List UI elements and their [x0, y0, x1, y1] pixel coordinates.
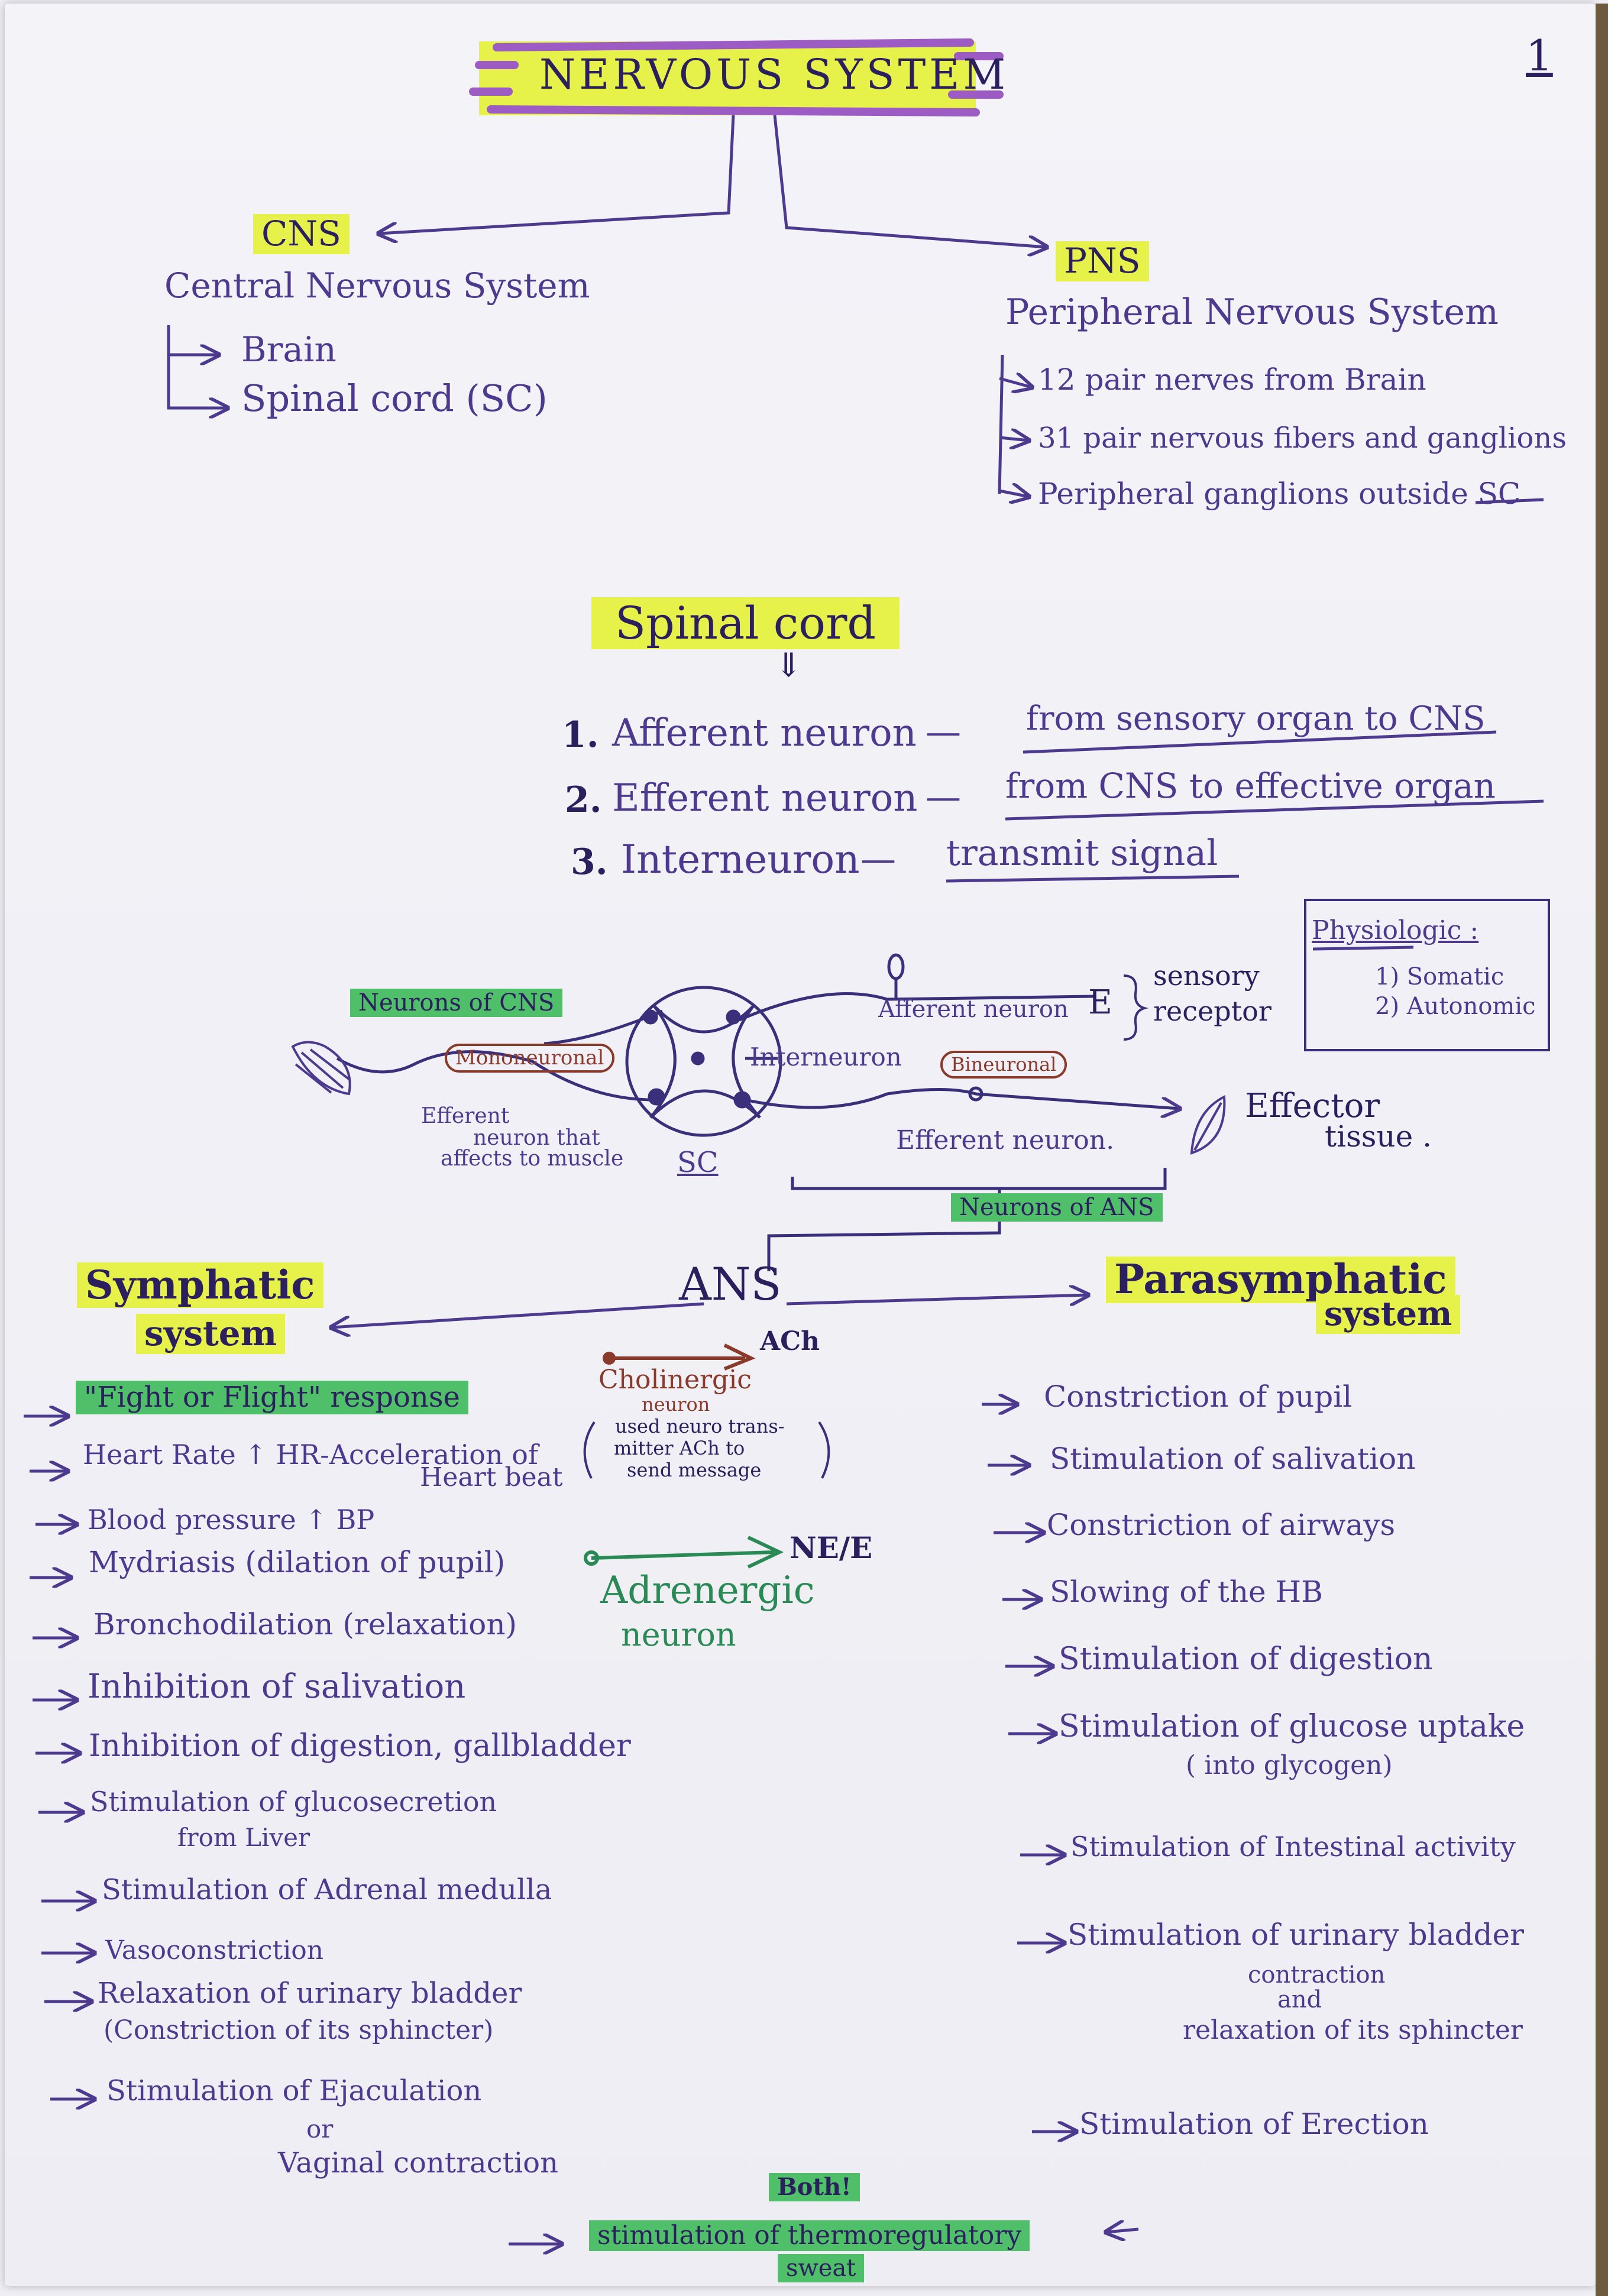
neuron-dash: —	[926, 776, 961, 818]
notebook-page	[5, 4, 1596, 2286]
down-arrow-icon: ⇓	[775, 646, 803, 685]
parasympathetic-item: ( into glycogen)	[1186, 1750, 1393, 1780]
parasympathetic-item: Constriction of airways	[1047, 1508, 1396, 1542]
both-item: stimulation of thermoregulatory	[589, 2220, 1030, 2252]
spinal-cord-title: Spinal cord	[591, 597, 900, 649]
neuron-name: Efferent neuron	[612, 776, 918, 820]
parasympathetic-item: Stimulation of salivation	[1050, 1442, 1416, 1476]
cns-full: Central Nervous System	[164, 265, 590, 306]
adrenergic-label: Adrenergic	[600, 1569, 815, 1612]
parasympathetic-item: and	[1277, 1986, 1322, 2013]
cns-part: Spinal cord (SC)	[241, 377, 548, 420]
sympathetic-item: Relaxation of urinary bladder	[98, 1977, 522, 2010]
efferent-muscle-label: neuron that	[473, 1126, 600, 1150]
sensory-receptor-label: sensory	[1153, 960, 1260, 992]
cns-abbr: CNS	[253, 214, 350, 254]
ach-label: ACh	[760, 1326, 820, 1356]
sc-label: SC	[677, 1146, 719, 1179]
cholinergic-sub: neuron	[642, 1393, 710, 1416]
physiologic-box	[1304, 899, 1550, 1051]
physiologic-title: Physiologic :	[1312, 915, 1479, 945]
effector-label: Effector	[1245, 1087, 1380, 1125]
neuron-dash: —	[926, 711, 961, 753]
parasympathetic-item: relaxation of its sphincter	[1183, 2015, 1523, 2045]
neuron-num: 3.	[571, 841, 608, 883]
sympathetic-item: "Fight or Flight" response	[76, 1381, 468, 1414]
ans-title: ANS	[679, 1258, 782, 1310]
cholinergic-note: mitter ACh to	[614, 1437, 745, 1459]
sympathetic-item: Stimulation of glucosecretion	[90, 1786, 497, 1818]
sympathetic-item: Stimulation of Ejaculation	[106, 2074, 482, 2107]
parasympathetic-item: Constriction of pupil	[1044, 1379, 1353, 1414]
sympathetic-item: or	[306, 2114, 334, 2143]
sympathetic-item: Vaginal contraction	[278, 2146, 558, 2180]
efferent-muscle-label: Efferent	[421, 1104, 510, 1128]
parasympathetic-item: Slowing of the HB	[1050, 1575, 1323, 1609]
sympathetic-item: Bronchodilation (relaxation)	[93, 1607, 517, 1641]
parasympathetic-item: Stimulation of Intestinal activity	[1070, 1831, 1516, 1863]
physiologic-item: 1) Somatic	[1375, 963, 1505, 990]
page-number: 1	[1526, 31, 1553, 80]
page-edge	[1596, 4, 1608, 2296]
parasympathetic-item: contraction	[1248, 1961, 1386, 1989]
sympathetic-item: Blood pressure ↑ BP	[88, 1504, 375, 1536]
sympathetic-title: Symphatic	[77, 1262, 323, 1308]
cholinergic-label: Cholinergic	[598, 1365, 752, 1395]
both-label: Both!	[769, 2173, 860, 2201]
ne-e-label: NE/E	[790, 1530, 873, 1565]
sympathetic-item: from Liver	[177, 1823, 310, 1852]
interneuron-label: Interneuron	[750, 1042, 902, 1071]
neuron-desc: from sensory organ to CNS	[1026, 700, 1486, 738]
both-item: sweat	[778, 2254, 865, 2282]
physiologic-item: 2) Autonomic	[1375, 993, 1536, 1020]
sympathetic-title: system	[136, 1314, 286, 1354]
mononeuronal-label: Mononeuronal	[445, 1044, 615, 1073]
neuron-dash: —	[860, 838, 896, 880]
page-title: NERVOUS SYSTEM	[539, 50, 1010, 99]
neuron-num: 1.	[562, 714, 599, 756]
cholinergic-note: send message	[627, 1459, 762, 1481]
sympathetic-item: Stimulation of Adrenal medulla	[102, 1873, 552, 1906]
bineuronal-label: Bineuronal	[940, 1051, 1067, 1079]
title-highlight	[479, 41, 976, 115]
parasympathetic-title: system	[1316, 1295, 1461, 1334]
neuron-num: 2.	[565, 779, 602, 821]
sympathetic-item: Vasoconstriction	[105, 1935, 324, 1965]
parasympathetic-item: Stimulation of urinary bladder	[1067, 1918, 1524, 1952]
neuron-desc: from CNS to effective organ	[1005, 766, 1496, 806]
sympathetic-item: Mydriasis (dilation of pupil)	[89, 1545, 506, 1579]
sympathetic-item: Inhibition of salivation	[88, 1667, 466, 1706]
neurons-of-cns-label: Neurons of CNS	[350, 989, 563, 1017]
e-letter: E	[1088, 983, 1112, 1022]
parasympathetic-item: Stimulation of glucose uptake	[1059, 1709, 1525, 1744]
pns-item: 12 pair nerves from Brain	[1038, 362, 1426, 397]
sympathetic-item: Heart beat	[420, 1462, 563, 1492]
sympathetic-item: Heart Rate ↑ HR-Acceleration of	[83, 1439, 538, 1471]
cholinergic-note: used neuro trans-	[615, 1415, 785, 1437]
afferent-neuron-label: Afferent neuron	[878, 996, 1069, 1023]
adrenergic-sub: neuron	[621, 1616, 736, 1653]
efferent-neuron-label: Efferent neuron.	[896, 1125, 1115, 1155]
sympathetic-item: Inhibition of digestion, gallbladder	[89, 1728, 631, 1764]
pns-item: Peripheral ganglions outside SC	[1038, 477, 1521, 511]
neuron-desc: transmit signal	[946, 833, 1218, 874]
pns-abbr: PNS	[1056, 241, 1149, 281]
parasympathetic-item: Stimulation of digestion	[1059, 1641, 1433, 1677]
sensory-receptor-label: receptor	[1153, 995, 1271, 1027]
pns-item: 31 pair nervous fibers and ganglions	[1038, 422, 1567, 455]
cns-part: Brain	[241, 329, 337, 370]
parasympathetic-title: Parasymphatic	[1106, 1257, 1455, 1303]
neuron-name: Afferent neuron	[612, 711, 917, 755]
sympathetic-item: (Constriction of its sphincter)	[103, 2015, 494, 2045]
neuron-name: Interneuron	[621, 837, 860, 882]
efferent-muscle-label: affects to muscle	[441, 1147, 624, 1171]
effector-label: tissue .	[1325, 1119, 1432, 1154]
neurons-of-ans-label: Neurons of ANS	[951, 1193, 1163, 1222]
pns-full: Peripheral Nervous System	[1005, 292, 1499, 333]
parasympathetic-item: Stimulation of Erection	[1079, 2107, 1429, 2141]
